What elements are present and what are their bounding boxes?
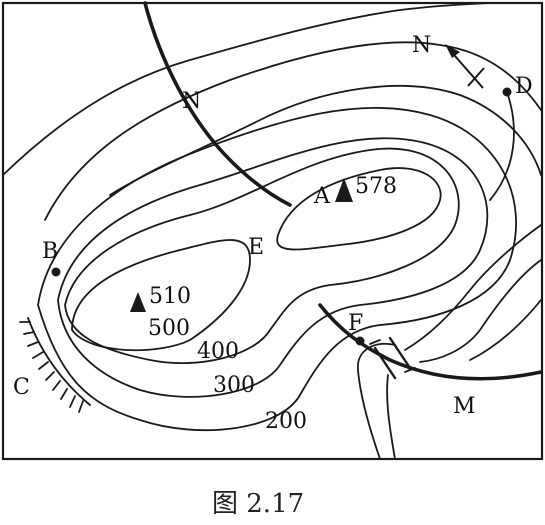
contour-label-200: 200 — [265, 409, 307, 434]
contour-label-300: 300 — [213, 373, 255, 398]
road-south — [318, 303, 543, 381]
contour-500 — [71, 239, 251, 352]
road-north — [143, 1, 292, 207]
label-f: F — [348, 311, 363, 336]
label-m: M — [453, 394, 476, 419]
contour-200 — [37, 106, 517, 432]
figure-caption: 图 2.17 — [212, 489, 304, 519]
label-n: N — [182, 89, 201, 114]
contour-bottom-right-2 — [386, 374, 396, 460]
contour-label-400: 400 — [197, 339, 239, 364]
contour-right-inner — [404, 224, 542, 351]
north-arrow-label: N — [412, 33, 431, 58]
label-b: B — [42, 239, 58, 264]
point-f-marker — [355, 336, 365, 346]
peak-510-icon — [130, 292, 146, 312]
label-a: A — [313, 184, 331, 209]
contour-400 — [64, 147, 460, 364]
label-c: C — [13, 375, 30, 400]
label-e: E — [248, 235, 264, 260]
elevation-a: 578 — [355, 174, 397, 199]
contour-label-500: 500 — [148, 316, 190, 341]
contour-500-east — [276, 167, 442, 251]
point-b-marker — [51, 267, 61, 277]
contour-300 — [57, 137, 489, 398]
contour-outer-top — [2, 2, 491, 176]
label-d: D — [515, 74, 533, 99]
peak-a-icon — [335, 178, 353, 202]
trail-d — [489, 91, 515, 201]
bridge-icon — [369, 336, 416, 380]
contour-bottom-right — [357, 342, 396, 460]
north-arrow-icon — [445, 44, 485, 89]
map-frame — [1, 1, 544, 461]
contour-outer-second — [44, 41, 542, 221]
point-d-marker — [502, 87, 512, 97]
contour-right-low — [469, 299, 542, 361]
cliff-hatch-icon — [19, 317, 91, 413]
contour-right-mid — [419, 259, 542, 363]
elevation-510: 510 — [149, 284, 191, 309]
